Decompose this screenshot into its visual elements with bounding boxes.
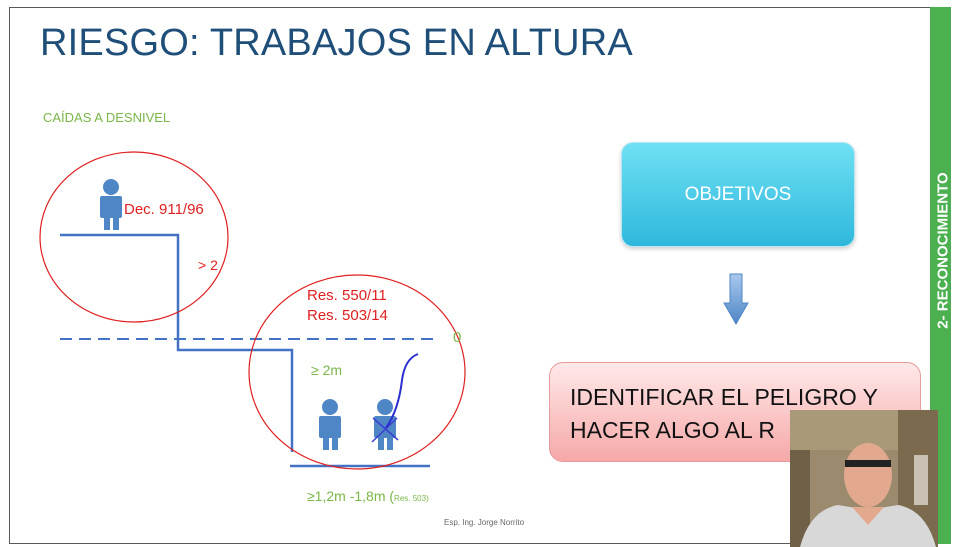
label-zero: 0 [453, 329, 462, 346]
lower-circle [248, 274, 466, 470]
label-range-main: ≥1,2m -1,8m ( [307, 488, 395, 504]
webcam-video [790, 410, 938, 547]
upper-circle [39, 151, 229, 323]
upper-platform-line [60, 233, 294, 452]
label-range: ≥1,2m -1,8m (Res. 503) [307, 488, 429, 504]
person-icon [100, 179, 122, 230]
side-bar [930, 7, 951, 544]
identificar-line-1: IDENTIFICAR EL PELIGRO Y [570, 384, 879, 410]
slide-subtitle: CAÍDAS A DESNIVEL [43, 110, 171, 125]
objetivos-box: OBJETIVOS [621, 142, 855, 247]
label-ge-2m: ≥ 2m [311, 362, 343, 378]
label-range-small: Res. 503) [394, 494, 429, 503]
objetivos-label: OBJETIVOS [684, 183, 792, 205]
slide-footer: Esp. Ing. Jorge Norrito [444, 518, 525, 527]
identificar-line-2: HACER ALGO AL R [570, 417, 775, 443]
label-greater-than-2: > 2 [198, 257, 218, 273]
slide-title: RIESGO: TRABAJOS EN ALTURA [40, 22, 633, 64]
label-res-550: Res. 550/11 [307, 287, 387, 304]
label-dec-911: Dec. 911/96 [124, 201, 204, 218]
arrow-down-icon [723, 273, 749, 325]
presenter-image [790, 410, 938, 547]
person-crossed-icon [371, 353, 419, 450]
label-res-503: Res. 503/14 [307, 307, 388, 324]
person-icon [319, 399, 341, 450]
